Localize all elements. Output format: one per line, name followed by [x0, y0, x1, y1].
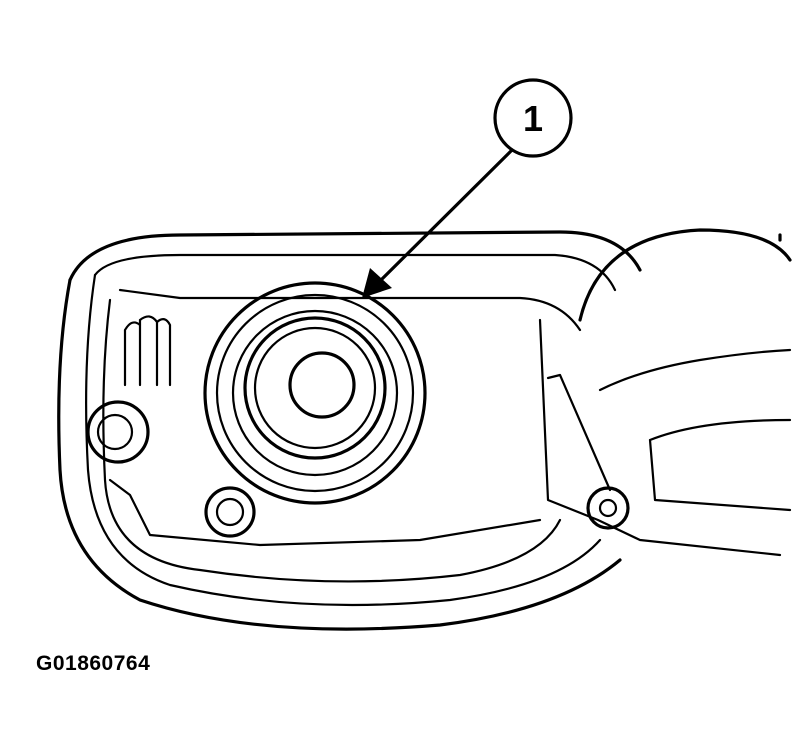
- arrowhead-icon: [362, 268, 392, 298]
- fuel-door-housing: [57, 230, 782, 631]
- callout-leader-line: [376, 148, 514, 285]
- latch-clips: [86, 315, 256, 538]
- callout-label: 1: [523, 98, 543, 139]
- callout-1: 1: [362, 78, 573, 298]
- callout-circle: [493, 78, 573, 158]
- fuel-door-and-hinge: [546, 228, 792, 530]
- figure-id: G01860764: [36, 652, 151, 675]
- fuel-filler-cap: [203, 281, 427, 505]
